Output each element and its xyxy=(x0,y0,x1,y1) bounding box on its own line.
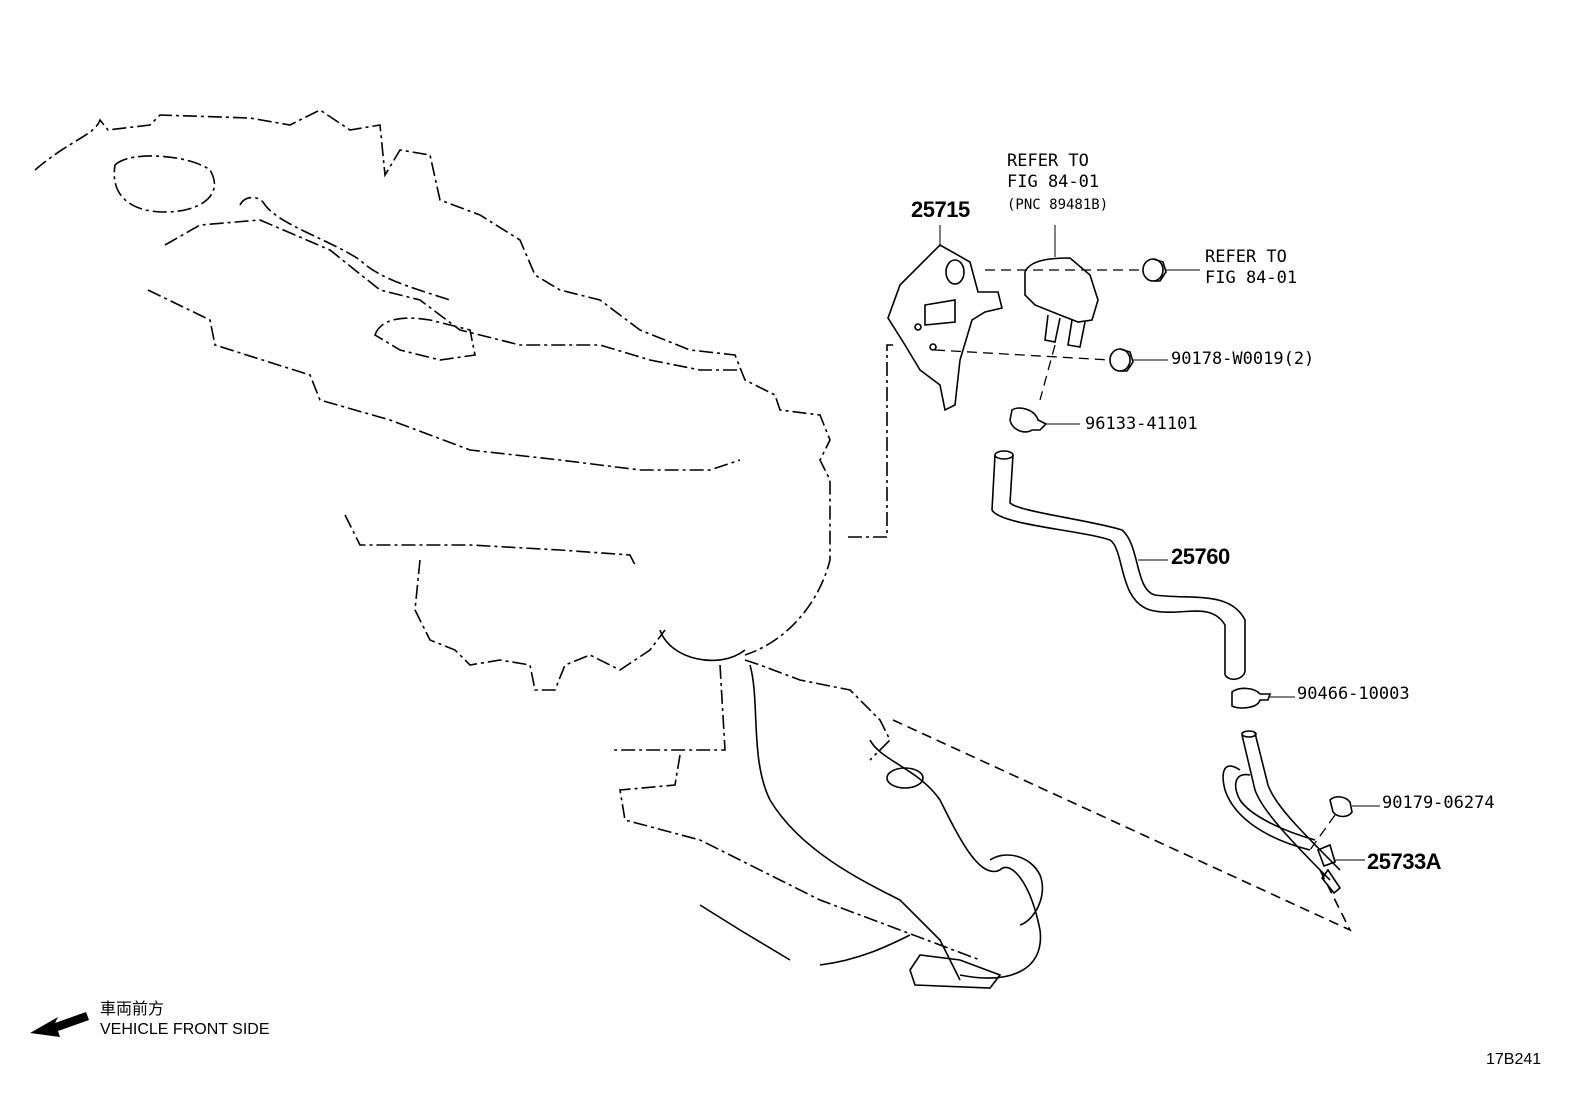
grommet-reference-line1: REFER TO xyxy=(1205,247,1287,267)
exhaust-manifold xyxy=(659,629,1352,989)
nut-90178 xyxy=(1109,348,1168,372)
clip-96133 xyxy=(1009,407,1080,433)
callout-90466-10003[interactable]: 90466-10003 xyxy=(1297,684,1410,704)
hose-25760 xyxy=(991,450,1246,681)
figure-id: 17B241 xyxy=(1486,1051,1542,1068)
clamp-90179 xyxy=(1329,796,1380,818)
arrow-left-down-icon xyxy=(30,1012,89,1037)
callout-25760[interactable]: 25760 xyxy=(1171,544,1230,569)
pressure-sensor xyxy=(1024,225,1099,348)
clip-90466 xyxy=(1231,687,1295,709)
grommet xyxy=(1142,258,1200,282)
sensor-reference-pnc: (PNC 89481B) xyxy=(1007,197,1109,213)
sensor-reference-line2: FIG 84-01 xyxy=(1007,172,1100,192)
engine-outline xyxy=(34,109,981,961)
front-direction-label: VEHICLE FRONT SIDE xyxy=(100,1021,270,1038)
callout-25733A[interactable]: 25733A xyxy=(1367,849,1442,874)
callout-96133-41101[interactable]: 96133-41101 xyxy=(1085,414,1198,434)
callout-25715[interactable]: 25715 xyxy=(911,197,970,222)
grommet-reference-line2: FIG 84-01 xyxy=(1205,268,1298,288)
sensor-reference-line1: REFER TO xyxy=(1007,151,1089,171)
callout-90178-W0019[interactable]: 90178-W0019(2) xyxy=(1171,349,1315,369)
front-direction-japanese: 車両前方 xyxy=(100,1001,165,1018)
callout-90179-06274[interactable]: 90179-06274 xyxy=(1382,793,1495,813)
bracket-25715 xyxy=(887,225,1003,412)
pipe-25733A xyxy=(1222,730,1365,895)
